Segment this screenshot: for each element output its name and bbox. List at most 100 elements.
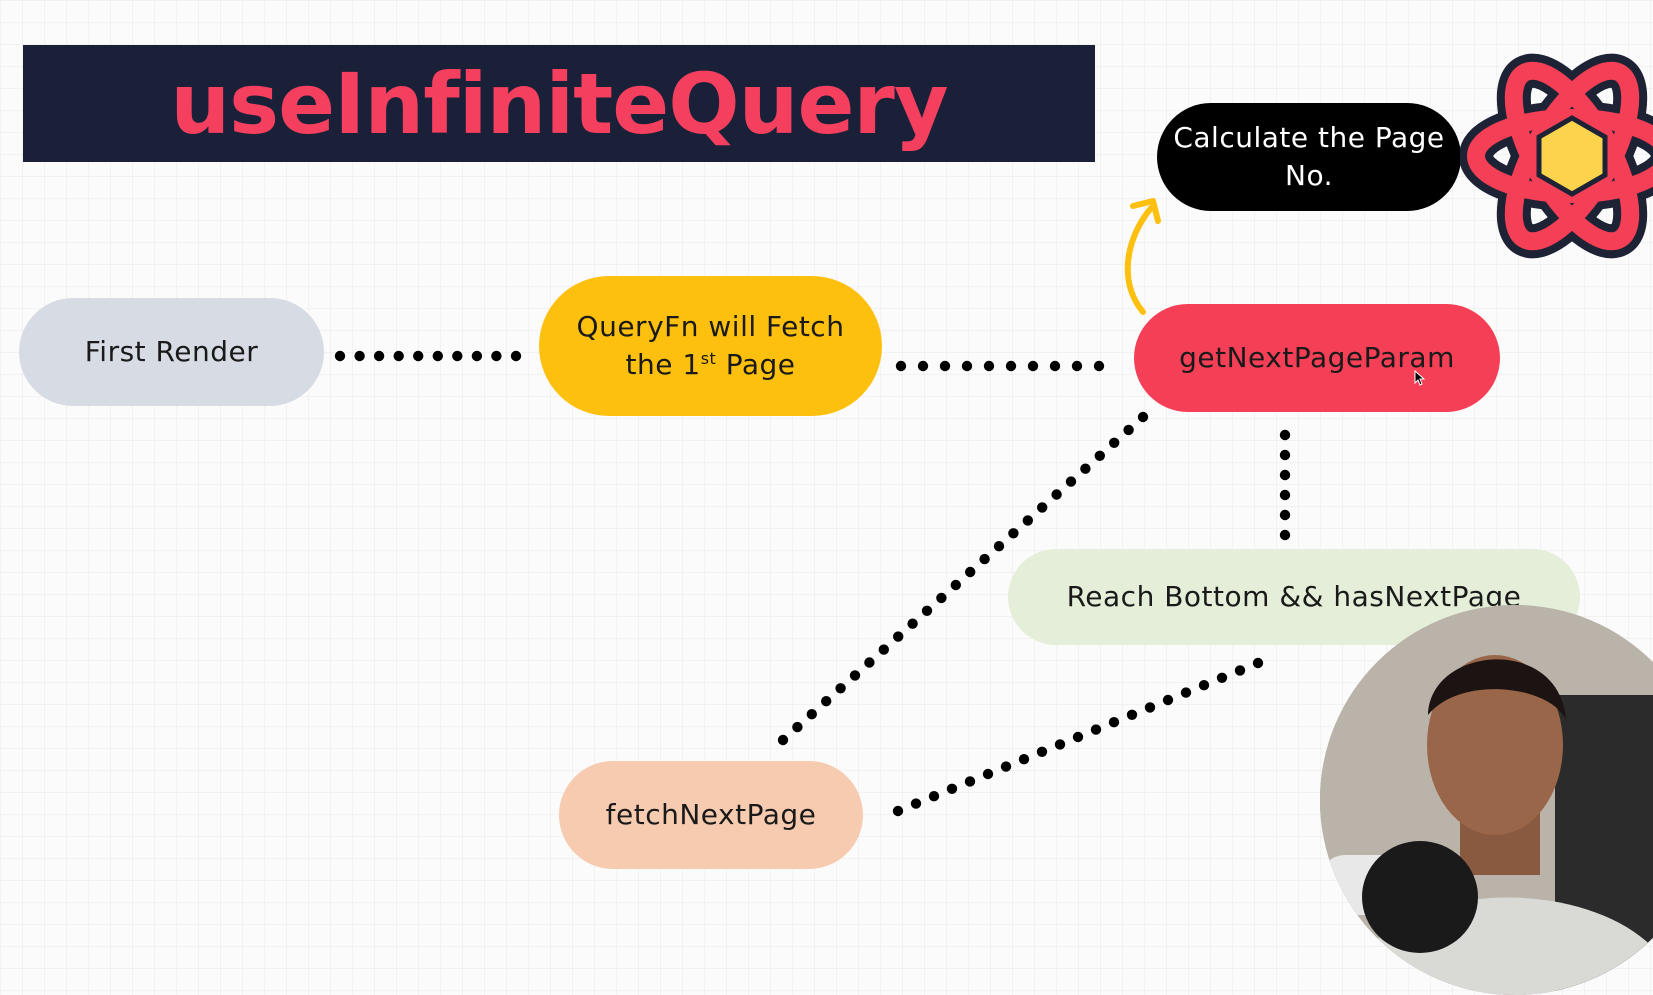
connector-dot: [334, 350, 346, 362]
connector-dot: [777, 734, 789, 746]
connector-dot: [936, 592, 947, 604]
node-fetch-next-page: fetchNextPage: [559, 761, 863, 869]
connector-dot: [1090, 724, 1102, 735]
connector-dot: [821, 696, 832, 707]
connector-dot: [910, 798, 922, 809]
connector-reach-to-fetch: [892, 657, 1264, 817]
connector-dot: [1094, 450, 1106, 461]
connector-dot: [452, 350, 463, 362]
connector-dot: [792, 721, 803, 733]
node-first-render: First Render: [19, 298, 324, 406]
node-query-fn-line2-post: Page: [716, 348, 796, 381]
node-reach-bottom: Reach Bottom && hasNextPage: [1008, 549, 1580, 645]
connector-dot: [939, 360, 951, 372]
connector-dot: [893, 631, 904, 642]
connector-dot: [471, 350, 483, 362]
presenter-image: [1320, 605, 1653, 995]
node-fetch-next-page-label: fetchNextPage: [605, 798, 817, 832]
connector-dot: [491, 350, 502, 362]
node-reach-bottom-label: Reach Bottom && hasNextPage: [1066, 580, 1522, 614]
connector-dot: [413, 350, 424, 362]
dotted-connectors: [334, 350, 1291, 817]
connector-dot: [964, 776, 976, 787]
connector-dot: [1080, 463, 1091, 474]
arrow-head: [1130, 198, 1161, 224]
node-calculate-line1: Calculate the Page: [1173, 121, 1445, 155]
connector-dot: [1279, 449, 1291, 461]
connector-dot: [917, 360, 929, 372]
connector-dot: [1252, 657, 1264, 669]
connector-dot: [1027, 360, 1039, 372]
connector-dot: [1022, 515, 1033, 526]
connector-dot: [946, 783, 958, 794]
connector-query-to-next: [895, 360, 1105, 372]
connector-dot: [1018, 754, 1030, 765]
connector-dot: [373, 350, 385, 362]
connector-dot: [928, 791, 940, 802]
connector-dot: [806, 709, 817, 720]
arrow-to-calculate: [1124, 205, 1154, 315]
node-calculate-page: Calculate the Page No.: [1157, 103, 1461, 211]
connector-dot: [393, 350, 404, 362]
connector-dot: [892, 805, 904, 817]
node-get-next-page-param-label: getNextPageParam: [1179, 341, 1455, 375]
connector-dot: [1234, 665, 1246, 676]
connector-dot: [1126, 709, 1138, 720]
connector-dot: [1279, 489, 1291, 501]
connector-dot: [1137, 411, 1149, 423]
connector-dot: [993, 541, 1005, 552]
connector-dot: [849, 670, 861, 681]
node-get-next-page-param: getNextPageParam: [1134, 304, 1500, 412]
title-banner: useInfiniteQuery: [23, 45, 1095, 162]
connector-next-to-reach: [1279, 429, 1291, 541]
connector-dot: [983, 360, 995, 372]
node-query-fn-line2-pre: the 1: [625, 348, 701, 381]
node-query-fn-line2: the 1st Page: [577, 346, 845, 384]
connector-dot: [1054, 739, 1066, 750]
connector-dot: [1109, 437, 1120, 448]
page-title: useInfiniteQuery: [170, 54, 948, 153]
node-query-fn-ordinal: st: [700, 349, 717, 368]
connector-dot: [895, 360, 907, 372]
connector-dot: [1279, 469, 1291, 481]
connector-dot: [1162, 694, 1174, 706]
connector-dot: [1093, 360, 1105, 372]
node-first-render-label: First Render: [84, 335, 259, 369]
connector-dot: [1108, 717, 1120, 728]
connector-dot: [835, 683, 846, 694]
connector-dot: [1051, 489, 1062, 500]
connector-dot: [1072, 731, 1084, 743]
connector-next-to-fetch: [777, 411, 1149, 746]
node-query-fn-line1: QueryFn will Fetch: [576, 310, 845, 344]
mouse-pointer-icon: [1414, 370, 1426, 386]
node-query-fn: QueryFn will Fetch the 1st Page: [539, 276, 882, 416]
connector-dot: [1279, 429, 1291, 441]
connector-dot: [864, 657, 875, 668]
connector-dot: [1279, 509, 1291, 521]
connector-dot: [982, 768, 994, 780]
connector-dot: [1071, 360, 1083, 372]
connector-dot: [1037, 502, 1048, 513]
connector-dot: [1216, 672, 1228, 683]
connector-dot: [1008, 528, 1019, 539]
node-calculate-page-label: Calculate the Page No.: [1173, 119, 1444, 195]
connector-dot: [1198, 680, 1210, 691]
connector-dot: [1036, 746, 1048, 757]
connector-dot: [1279, 529, 1291, 541]
node-calculate-line2: No.: [1285, 159, 1333, 192]
connector-dot: [1123, 424, 1134, 436]
connector-dot: [1005, 360, 1017, 372]
connector-dot: [1065, 476, 1077, 487]
connector-dot: [950, 579, 961, 591]
connector-dot: [1000, 761, 1012, 772]
webcam-overlay: [1320, 605, 1653, 995]
connector-dot: [979, 553, 990, 565]
connector-dot: [354, 350, 365, 362]
node-query-fn-label: QueryFn will Fetch the 1st Page: [577, 308, 845, 384]
connector-dot: [907, 618, 918, 629]
react-logo-icon: [1460, 53, 1653, 259]
connector-dot: [965, 566, 976, 578]
connector-dot: [921, 605, 933, 616]
connector-dot: [961, 360, 973, 372]
